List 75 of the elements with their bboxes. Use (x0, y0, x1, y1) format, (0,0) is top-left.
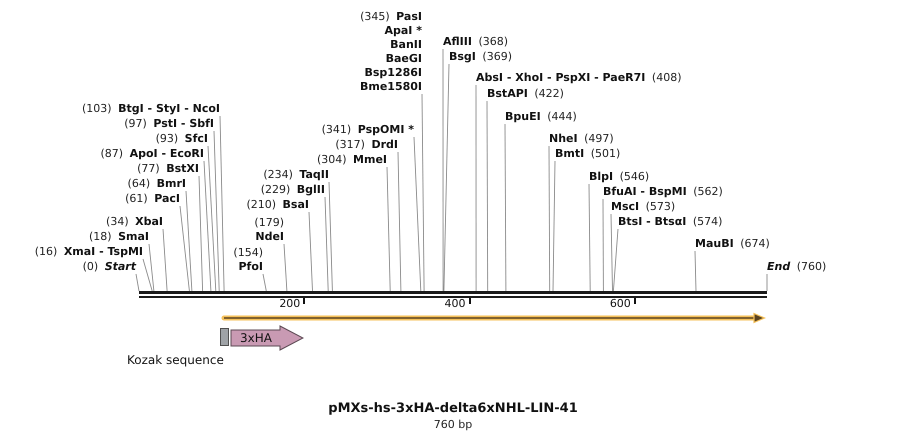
restriction-site-label: MauBI (674) (695, 237, 770, 251)
restriction-site-label: (18) SmaI (89, 230, 149, 244)
restriction-site-label: BpuEI (444) (505, 110, 577, 124)
sequence-end-label: End (760) (767, 260, 826, 274)
restriction-site-label: (210) BsaI (246, 198, 309, 212)
leader-line (548, 146, 550, 292)
leader-line (610, 214, 613, 292)
restriction-site-label: BstAPI (422) (487, 87, 564, 101)
restriction-site-label: (77) BstXI (137, 162, 199, 176)
restriction-site-label: (16) XmaI - TspMI (34, 245, 143, 259)
leader-line (504, 124, 506, 292)
sequence-length: 760 bp (434, 418, 472, 432)
restriction-site-label: (34) XbaI (106, 215, 163, 229)
restriction-site-label: (87) ApoI - EcoRI (100, 147, 204, 161)
restriction-site-label: (345) PasI ApaI * BanII BaeGI Bsp1286I Bme1580I (360, 10, 422, 94)
leader-line (414, 136, 422, 292)
leader-line (208, 146, 216, 292)
leader-line (612, 228, 618, 292)
leader-line (328, 182, 333, 292)
restriction-site-label: (103) BtgI - StyI - NcoI (82, 102, 220, 116)
restriction-site-label: (154) PfoI (233, 246, 263, 274)
restriction-site-label: BtsI - BtsαI (574) (618, 215, 722, 229)
leader-line (422, 94, 425, 292)
restriction-site-label: AbsI - XhoI - PspXI - PaeR7I (408) (476, 71, 682, 85)
restriction-site-label: (229) BglII (260, 183, 325, 197)
leader-line (148, 244, 154, 292)
restriction-site-label: AflIII (368) (443, 35, 508, 49)
leader-line (386, 166, 391, 292)
restriction-site-label: (234) TaqII (263, 168, 329, 182)
leader-line (180, 206, 190, 292)
restriction-site-label: (304) MmeI (316, 153, 387, 167)
leader-line (694, 250, 696, 292)
leader-line (142, 258, 153, 292)
leader-line (442, 48, 444, 292)
orf-arrow (221, 312, 766, 324)
leader-line (766, 274, 768, 292)
restriction-site-label: MscI (573) (611, 200, 676, 214)
leader-line (204, 160, 212, 292)
scale-label: 400 (444, 297, 466, 311)
restriction-site-label: (64) BmrI (128, 177, 186, 191)
restriction-site-label: NheI (497) (549, 132, 614, 146)
leader-line (284, 244, 288, 292)
leader-line (220, 116, 225, 292)
restriction-site-label: BfuAI - BspMI (562) (603, 185, 723, 199)
leader-line (602, 198, 604, 292)
restriction-site-label: (179) NdeI (254, 216, 284, 244)
restriction-site-label: BmtI (501) (555, 147, 620, 161)
leader-line (136, 274, 140, 292)
leader-line (324, 196, 329, 292)
leader-line (198, 176, 204, 292)
leader-line (443, 64, 450, 292)
restriction-site-label: (61) PacI (125, 192, 180, 206)
scale-label: 600 (610, 297, 631, 311)
leader-line (552, 160, 556, 292)
dna-backbone (139, 291, 767, 298)
restriction-site-label: BsgI (369) (449, 50, 512, 64)
leader-line (262, 274, 267, 292)
restriction-site-label: (317) DrdI (335, 138, 398, 152)
restriction-site-label: (93) SfcI (156, 132, 208, 146)
leader-line (214, 130, 220, 292)
leader-line (476, 84, 477, 292)
map-title: pMXs-hs-3xHA-delta6xNHL-LIN-41 (328, 401, 578, 417)
feature-label: Kozak sequence (127, 353, 224, 367)
sequence-start-label: (0) Start (82, 260, 136, 274)
leader-line (398, 152, 402, 292)
scale-label: 200 (279, 297, 300, 311)
sequence-feature: 3xHA (230, 325, 304, 351)
leader-line (308, 212, 313, 292)
restriction-site-label: BlpI (546) (589, 170, 650, 184)
leader-line (186, 190, 192, 292)
leader-line (588, 184, 591, 292)
restriction-site-label: (97) PstI - SbfI (124, 117, 214, 131)
leader-line (486, 100, 488, 292)
leader-line (162, 228, 168, 292)
restriction-site-label: (341) PspOMI * (322, 123, 414, 137)
